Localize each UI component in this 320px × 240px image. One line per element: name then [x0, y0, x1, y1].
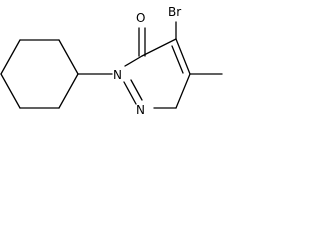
oxygen-label: O — [136, 11, 145, 25]
ring-bond-c3-c4 — [141, 38, 177, 57]
cyclohexyl-bond-4 — [0, 73, 21, 109]
ring-bond-n1-n2-inner — [130, 79, 143, 101]
cyclohexyl-bond-1 — [58, 39, 79, 75]
cyclohexyl-bond-6 — [58, 73, 79, 109]
nitrogen-n2-label: N — [113, 68, 122, 82]
cyclohexyl-ring — [0, 39, 79, 109]
bromine-label: Br — [168, 5, 181, 19]
ring-bond-c4-c5 — [175, 38, 191, 75]
ring-bond-n2-c3 — [124, 55, 143, 67]
pyridazinone-ring — [123, 38, 191, 109]
ring-bond-c5-c6 — [175, 73, 191, 109]
ring-bond-c4-c5-inner — [171, 45, 184, 74]
cyclohexyl-bond-3 — [0, 39, 21, 75]
structure-diagram: O Br N N — [0, 0, 246, 120]
nitrogen-n1-label: N — [136, 103, 145, 117]
structure-canvas: O Br N N — [0, 5, 223, 117]
ring-bond-n1-n2 — [123, 81, 137, 105]
